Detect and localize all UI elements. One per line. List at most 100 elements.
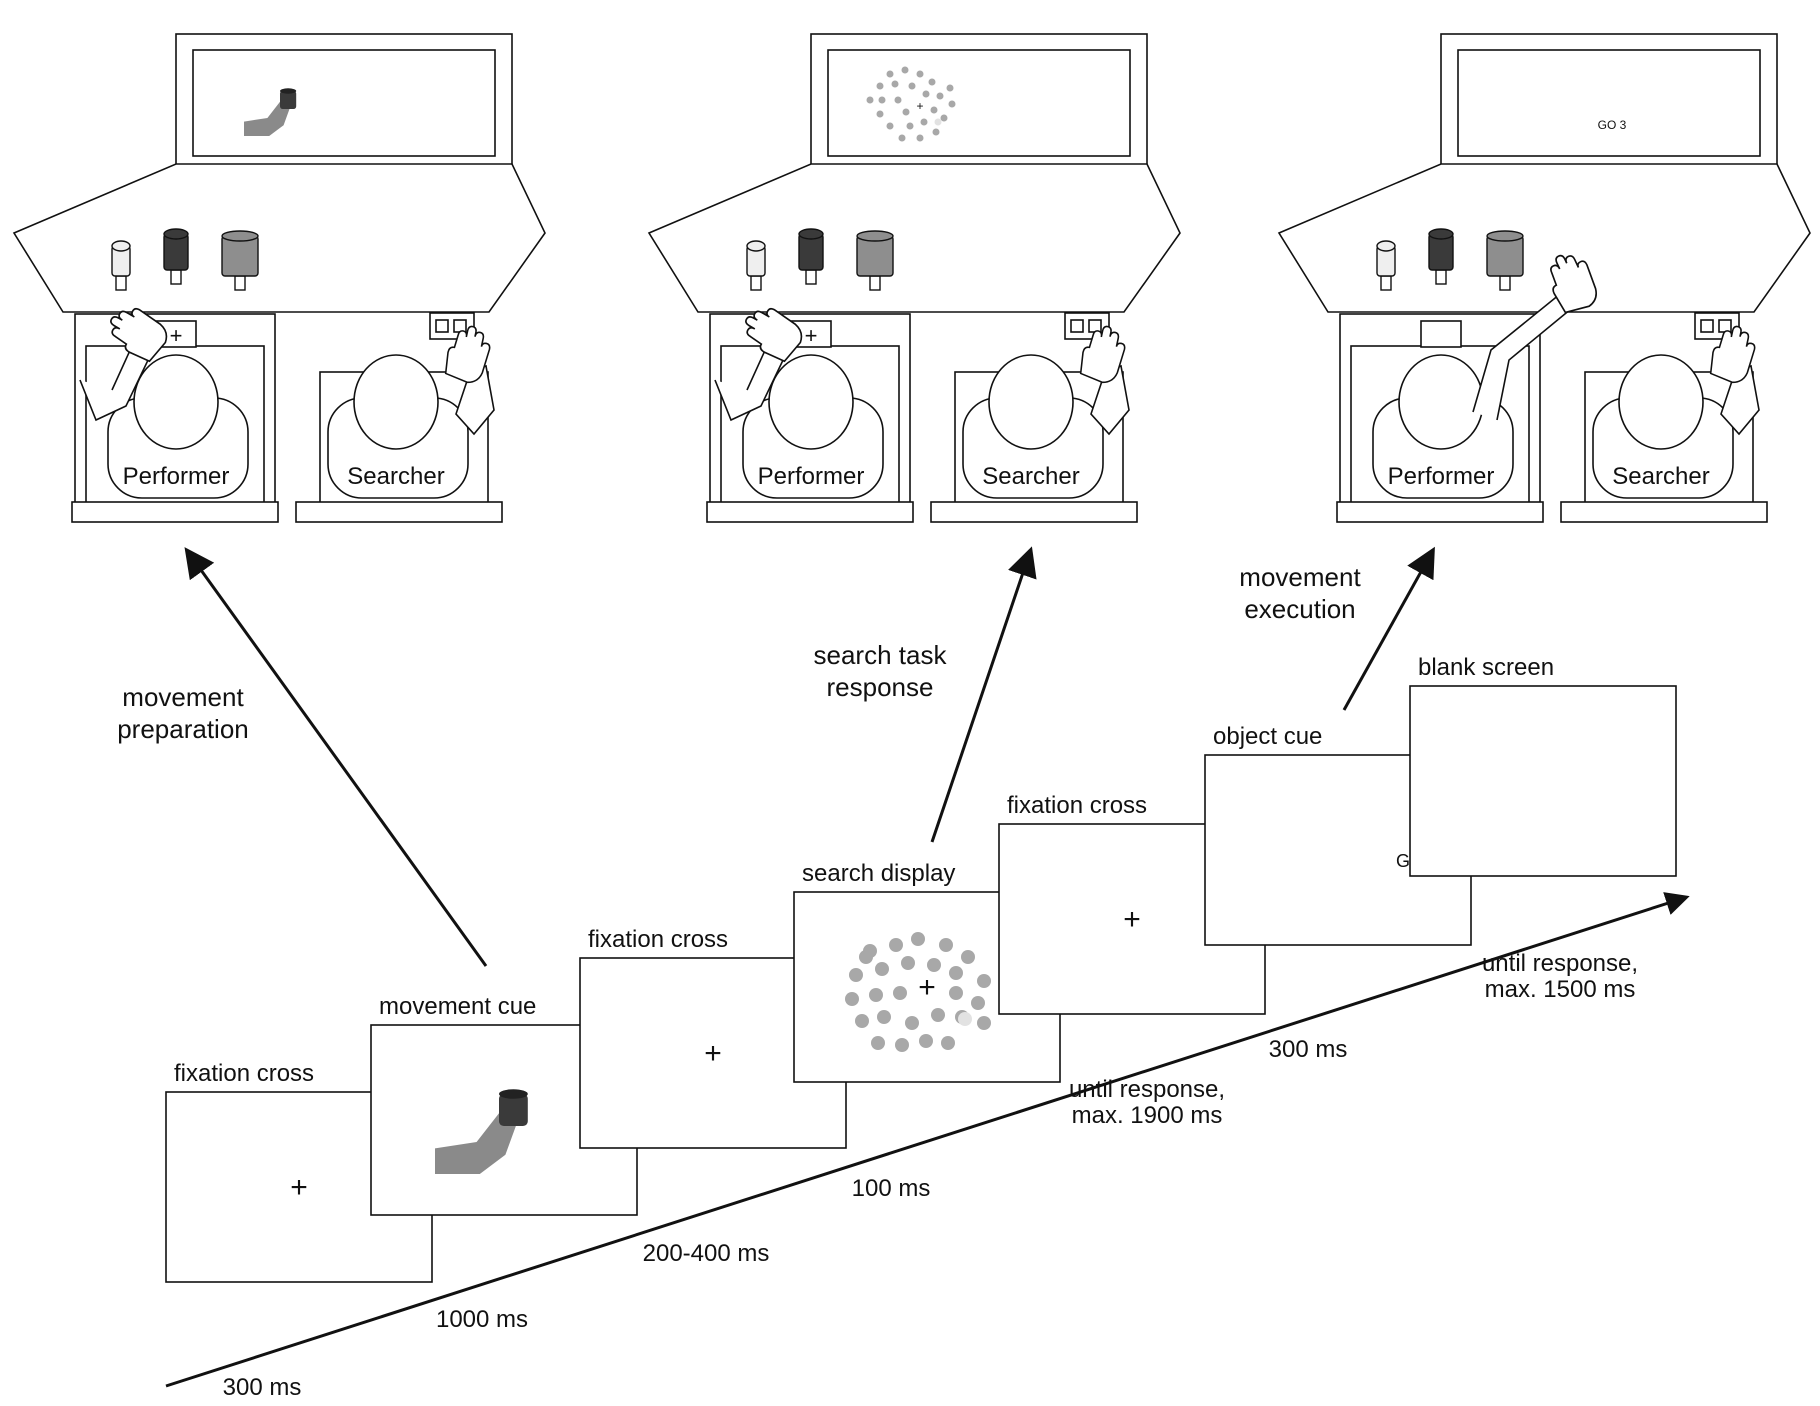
search-item [849,968,863,982]
start-button-box [1420,320,1462,348]
search-item [971,996,985,1010]
search-item [949,986,963,1000]
performer-hand-reaching [1550,254,1598,314]
phase-labels: movement preparation search task respons… [117,562,1361,744]
screen-7: blank screen until response,max. 1500 ms [1409,654,1677,1003]
object-1 [746,240,766,291]
search-item [859,950,873,964]
search-item [961,950,975,964]
table [647,163,1181,313]
performer-label: Performer [758,463,865,490]
execution-label-line2: execution [1244,594,1355,624]
search-target [958,1012,972,1026]
fixation-cross: + [704,1037,722,1070]
preparation-label-line2: preparation [117,714,249,744]
searcher-hand-pressing [444,325,491,384]
searcher-hand-pressing [1709,325,1756,384]
fixation-cross: + [918,971,936,1004]
performer-hand-resting [745,307,803,363]
screen-label: object cue [1213,723,1322,750]
duration-label: max. 1500 ms [1485,976,1636,1003]
performer-hand-resting [110,307,168,363]
object-3 [1486,230,1524,291]
search-item [901,956,915,970]
svg-text:+: + [170,323,183,348]
performer-head [133,354,219,450]
search-item [889,938,903,952]
search-item [919,1034,933,1048]
duration-label: 200-400 ms [643,1240,770,1267]
searcher-label: Searcher [1612,463,1709,490]
screen-label: movement cue [379,993,536,1020]
screen-label: fixation cross [588,926,728,953]
table [12,163,546,313]
performer-head [1398,354,1484,450]
searcher-label: Searcher [982,463,1079,490]
screen-label: blank screen [1418,654,1554,681]
search-item [895,1038,909,1052]
search-arrow [930,546,1037,843]
screen-label: fixation cross [1007,792,1147,819]
svg-text:+: + [805,323,818,348]
searcher-head [353,354,439,450]
fixation-cross: + [1123,903,1141,936]
monitor-screen [244,88,297,136]
objects [746,228,894,291]
searcher-head [988,354,1074,450]
table [1277,163,1811,313]
search-item [939,938,953,952]
search-item [949,966,963,980]
fixation-cross: + [290,1171,308,1204]
search-item [871,1036,885,1050]
phase-arrows [184,546,1435,967]
duration-label: 300 ms [223,1374,302,1401]
search-item [893,986,907,1000]
searcher-head [1618,354,1704,450]
object-2 [163,228,189,285]
search-label-line1: search task [814,640,948,670]
object-2 [1428,228,1454,285]
search-item [845,992,859,1006]
searcher-label: Searcher [347,463,444,490]
search-item [869,988,883,1002]
setup-panel-3: GO 3 Performer Searcher [1277,33,1811,523]
duration-label: 100 ms [852,1175,931,1202]
object-1 [1376,240,1396,291]
duration-label: until response, [1069,1076,1225,1103]
object-1 [111,240,131,291]
monitor-arm-grasp [244,88,297,136]
monitor-object-cue: GO 3 [1598,118,1627,132]
execution-label-line1: movement [1239,562,1361,592]
performer-label: Performer [1388,463,1495,490]
preparation-label-line1: movement [122,682,244,712]
object-3 [221,230,259,291]
search-item [941,1036,955,1050]
time-axis-arrow [165,892,1690,1388]
objects [111,228,259,291]
search-item [977,1016,991,1030]
monitor-screen: GO 3 [1598,118,1627,132]
search-item [875,962,889,976]
object-3 [856,230,894,291]
search-item [931,1008,945,1022]
duration-label: max. 1900 ms [1072,1102,1223,1129]
screen-label: fixation cross [174,1060,314,1087]
search-item [855,1014,869,1028]
objects [1376,228,1524,291]
preparation-arrow [184,547,488,967]
duration-label: 300 ms [1269,1036,1348,1063]
screen-label: search display [802,860,955,887]
svg-text:+: + [916,99,923,113]
search-item [905,1016,919,1030]
duration-label: 1000 ms [436,1306,528,1333]
search-item [877,1010,891,1024]
duration-label: until response, [1482,950,1638,977]
monitor-screen: + [866,66,956,142]
search-label-line2: response [827,672,934,702]
performer-head [768,354,854,450]
search-item [927,958,941,972]
searcher-hand-pressing [1079,325,1126,384]
search-item [977,974,991,988]
